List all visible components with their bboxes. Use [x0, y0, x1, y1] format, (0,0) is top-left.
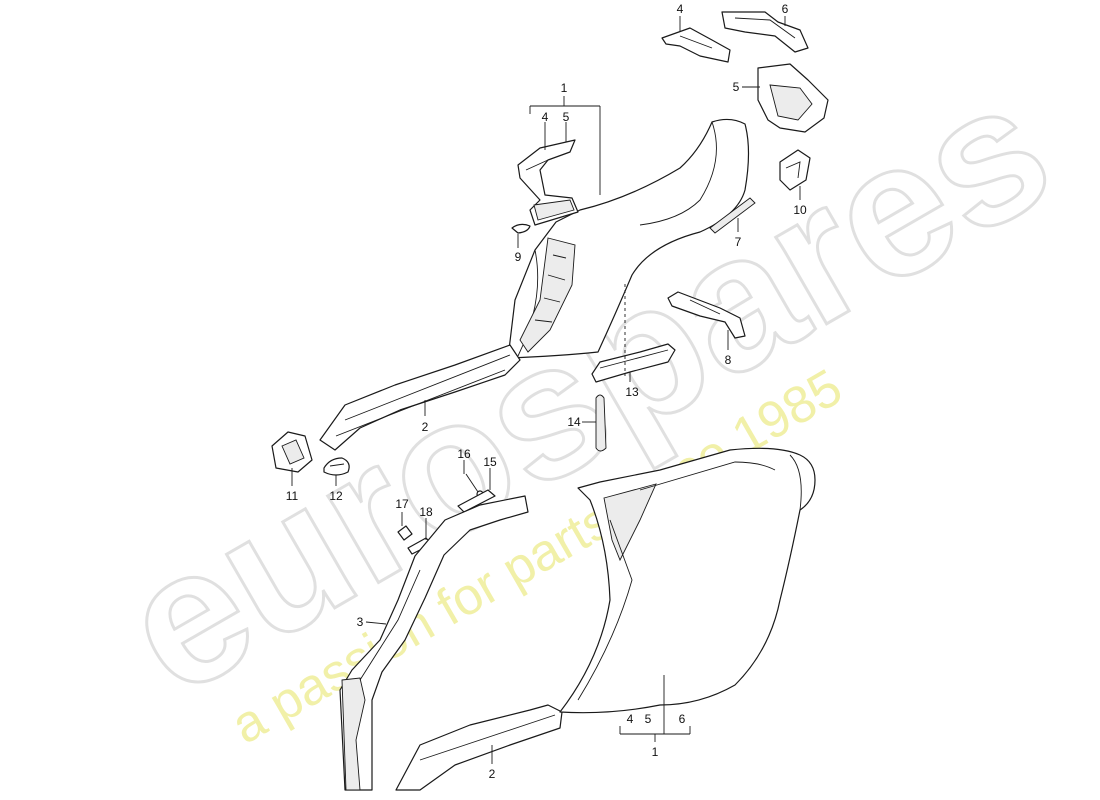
callout-2-lower: 2	[489, 745, 496, 781]
piece-9	[511, 223, 531, 234]
callout-12-label: 12	[329, 489, 343, 503]
bracket-11	[271, 431, 313, 473]
callout-13: 13	[625, 372, 639, 399]
callout-2-lower-label: 2	[489, 767, 496, 781]
callout-3-label: 3	[357, 615, 364, 629]
watermark-brand: eurospares	[90, 40, 1083, 736]
lower-sill-panel	[395, 704, 563, 791]
callout-18-label: 18	[419, 505, 433, 519]
callout-12: 12	[329, 475, 343, 503]
callout-7-label: 7	[735, 235, 742, 249]
callout-18: 18	[419, 505, 433, 540]
callout-2-upper: 2	[422, 400, 429, 434]
bracket-15	[457, 489, 496, 513]
callout-8: 8	[725, 330, 732, 367]
bracket-8	[667, 291, 746, 339]
reinforcement-4-5-upper	[517, 139, 579, 226]
callout-17: 17	[395, 497, 409, 526]
callout-11: 11	[286, 468, 299, 503]
callout-1-top: 1	[561, 81, 568, 95]
seal-14	[595, 394, 607, 452]
callout-1-bottom: 1	[652, 745, 659, 759]
watermark: eurospares a passion for parts since 198…	[88, 38, 1084, 755]
callout-13-label: 13	[625, 385, 639, 399]
rear-quarter-outer-panel	[507, 118, 750, 359]
callout-17-label: 17	[395, 497, 409, 511]
clip-12	[323, 457, 350, 476]
upper-sill-panel	[319, 344, 521, 451]
callout-7: 7	[735, 218, 742, 249]
callout-bottom-group: 4 5 6 1	[619, 675, 691, 759]
callout-14: 14	[567, 415, 596, 429]
callout-5-right-label: 5	[733, 80, 740, 94]
callout-5-top-sub: 5	[563, 110, 570, 124]
callout-16: 16	[457, 447, 471, 474]
callout-11-label: 11	[286, 489, 299, 503]
callout-10-label: 10	[793, 203, 807, 217]
callout-9-label: 9	[515, 250, 522, 264]
callout-6: 6	[782, 2, 789, 26]
callout-4-top-sub: 4	[542, 110, 549, 124]
clip-17	[397, 525, 413, 541]
callout-8-label: 8	[725, 353, 732, 367]
rear-quarter-lower-panel	[559, 447, 816, 714]
top-right-bracket-5	[757, 63, 829, 133]
callout-4-right-label: 4	[677, 2, 684, 16]
callout-15-label: 15	[483, 455, 497, 469]
callout-5-right: 5	[733, 80, 760, 94]
top-right-bracket-6	[721, 11, 809, 53]
callout-6-label: 6	[782, 2, 789, 16]
callout-16-label: 16	[457, 447, 471, 461]
strip-7	[709, 197, 756, 234]
callout-6-bottom-sub: 6	[679, 712, 686, 726]
callout-14-label: 14	[567, 415, 581, 429]
callout-15: 15	[483, 455, 497, 490]
callout-5-bottom-sub: 5	[645, 712, 652, 726]
callout-4-right: 4	[677, 2, 684, 32]
rail-13	[591, 343, 676, 383]
callout-top-group: 1 4 5	[529, 81, 601, 195]
callout-9: 9	[515, 234, 522, 264]
callout-3: 3	[357, 615, 387, 629]
top-right-bracket-4	[661, 27, 731, 63]
inner-side-panel-3	[339, 495, 529, 791]
callout-4-bottom-sub: 4	[627, 712, 634, 726]
callout-10: 10	[793, 186, 807, 217]
bracket-10	[779, 149, 811, 191]
callout-2-upper-label: 2	[422, 420, 429, 434]
